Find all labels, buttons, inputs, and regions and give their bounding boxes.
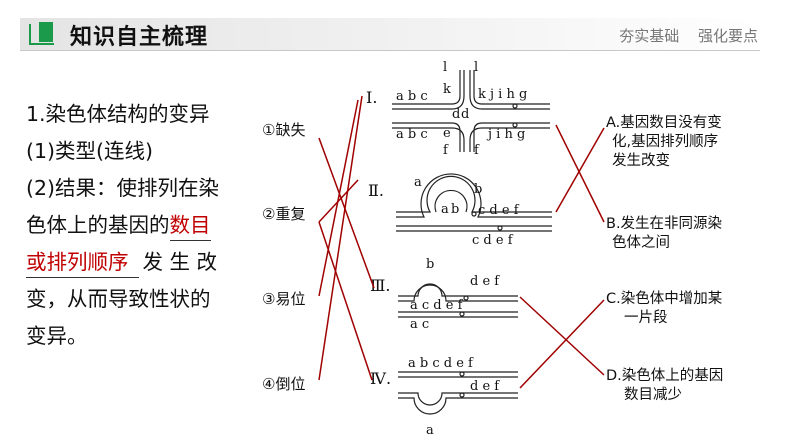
d4-gene-a: a xyxy=(426,423,434,438)
diagram-label-1: Ⅰ. xyxy=(366,88,377,107)
outcome-c: C.染色体中增加某 一片段 xyxy=(606,290,722,328)
answer-blank-1: 数目 xyxy=(169,210,211,241)
d3-bottom-genes: a c xyxy=(410,317,429,332)
outcome-c-line-1: C.染色体中增加某 xyxy=(606,291,723,307)
line-II-to-A xyxy=(555,127,605,213)
outcome-a-line-1: A.基因数目没有变 xyxy=(606,115,722,131)
outcome-d-line-2: 数目减少 xyxy=(624,387,682,403)
header-underline xyxy=(20,50,760,51)
header-tag-foundation: 夯实基础 xyxy=(619,27,680,45)
type-inversion: ④倒位 xyxy=(262,375,305,393)
header-tags: 夯实基础 强化要点 xyxy=(619,25,758,46)
outcome-b: B.发生在非同源染 色体之间 xyxy=(606,215,722,253)
d1-top-right-genes: k j i h g xyxy=(478,87,527,102)
d1-gene-k: k xyxy=(443,82,451,97)
d2-gene-a-inner: a xyxy=(441,202,449,217)
type-label: (1)类型(连线) xyxy=(26,139,154,163)
d1-gene-d-left: d xyxy=(452,107,460,122)
line-translocation-to-I xyxy=(318,99,359,297)
outcome-a-line-2: 化,基因排列顺序 xyxy=(612,134,719,150)
intro-text: 1.染色体结构的变异 (1)类型(连线) (2)结果：使排列在染 色体上的基因的… xyxy=(26,96,258,355)
d2-gene-b-inner: b xyxy=(451,202,459,217)
outcome-b-line-2: 色体之间 xyxy=(612,235,670,251)
d1-gene-f-left: f xyxy=(443,143,449,158)
type-translocation: ③易位 xyxy=(262,290,305,308)
d3-gene-b: b xyxy=(426,257,434,272)
d2-top-genes: c d e f xyxy=(478,203,520,218)
type-duplication: ②重复 xyxy=(262,205,305,223)
d2-bottom-genes: c d e f xyxy=(472,233,514,248)
line-IV-to-C xyxy=(519,299,605,389)
d4-top-genes: a b c d e f xyxy=(408,356,474,371)
d3-top-genes: d e f xyxy=(470,274,500,289)
answer-blank-2: 或排列顺序 xyxy=(26,247,139,278)
outcome-a-line-3: 发生改变 xyxy=(612,153,670,169)
header-bar xyxy=(20,18,760,50)
diagram-label-4: Ⅳ. xyxy=(370,369,391,388)
line-III-to-D xyxy=(519,296,605,376)
d2-gene-b-outer: b xyxy=(474,182,482,197)
d1-gene-f-right: f xyxy=(474,143,480,158)
line-duplication-to-IV xyxy=(318,221,373,381)
result-line-3: 或排列顺序发 生 改 xyxy=(26,244,258,281)
outcome-a: A.基因数目没有变 化,基因排列顺序 发生改变 xyxy=(606,114,722,171)
d1-bottom-right-genes: j i h g xyxy=(486,127,525,142)
result-line-4: 变，从而导致性状的 xyxy=(26,287,211,311)
type-deletion: ①缺失 xyxy=(262,121,305,139)
result-line-1: (2)结果：使排列在染 xyxy=(26,176,220,200)
diagram-2-chromosomes xyxy=(396,173,552,232)
diagram-4-chromosomes xyxy=(398,371,518,415)
bookmark-icon xyxy=(29,22,54,45)
d1-gene-l-right: l xyxy=(474,60,478,75)
outcome-d: D.染色体上的基因 数目减少 xyxy=(606,367,723,405)
line-deletion-to-III xyxy=(318,137,375,289)
outcome-d-line-1: D.染色体上的基因 xyxy=(606,368,724,384)
result-line-5: 变异。 xyxy=(26,324,88,348)
line-I-to-B xyxy=(555,124,605,223)
result-line-2-prefix: 色体上的基因的 xyxy=(26,213,170,237)
d4-mid-genes: d e f xyxy=(470,379,500,394)
outcome-b-line-1: B.发生在非同源染 xyxy=(606,216,723,232)
d1-gene-d-right: d xyxy=(461,107,469,122)
d1-top-left-genes: a b c xyxy=(396,89,428,104)
diagram-label-3: Ⅲ. xyxy=(370,276,391,295)
d1-gene-e: e xyxy=(443,126,451,141)
d2-gene-a-outer: a xyxy=(414,175,422,190)
diagram-1-chromosomes xyxy=(392,70,550,152)
d1-gene-l-left: l xyxy=(443,60,447,75)
section-title: 知识自主梳理 xyxy=(70,25,209,50)
outcome-c-line-2: 一片段 xyxy=(624,310,668,326)
d1-bottom-left-genes: a b c xyxy=(396,127,428,142)
answer-lines xyxy=(318,95,605,389)
diagram-label-2: Ⅱ. xyxy=(368,181,384,200)
intro-heading: 1.染色体结构的变异 xyxy=(26,102,210,126)
diagram-3-chromosomes xyxy=(398,283,518,318)
d3-mid-genes: a c d e f xyxy=(410,298,464,313)
result-line-2: 色体上的基因的数目 xyxy=(26,207,258,244)
header-tag-key-points: 强化要点 xyxy=(697,27,758,45)
line-inversion-to-I xyxy=(318,95,363,381)
result-line-3-suffix: 发 生 改 xyxy=(142,250,218,274)
